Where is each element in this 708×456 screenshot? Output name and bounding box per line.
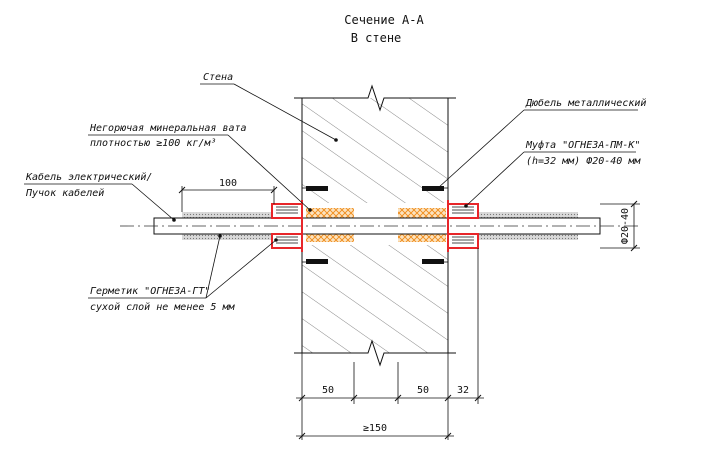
coupling-label: Муфта "ОГНЕЗА-ПМ-К" [525,139,640,151]
leader-wall: Стена [200,72,338,142]
dimension-diameter: Ф20-40 [600,200,640,252]
dimension-100-text: 100 [219,178,237,189]
dimension-wall-thickness: ≥150 [296,423,454,440]
wall-thickness-text: ≥150 [363,423,387,434]
dimension-100: 100 [178,178,278,212]
leader-sealant: Герметик "ОГНЕЗА-ГТ" сухой слой не менее… [88,234,278,313]
dowels [302,186,448,264]
sealant-label: Герметик "ОГНЕЗА-ГТ" [90,286,210,297]
sealant [182,212,578,240]
coupling-size-label: (h=32 мм) Ф20-40 мм [526,156,641,167]
dimension-50-right: 50 [417,385,429,396]
section-title: Сечение А-А [344,13,424,27]
cable [120,217,640,235]
mineral-wool-density: плотностью ≥100 кг/м³ [90,138,216,149]
leader-coupling: Муфта "ОГНЕЗА-ПМ-К" (h=32 мм) Ф20-40 мм [464,139,641,208]
dowel-label: Дюбель металлический [525,97,646,109]
dimension-chain: 50 50 32 [296,248,484,440]
cable-bundle-label: Пучок кабелей [25,187,104,199]
dimension-32: 32 [457,385,469,396]
leader-mineral-wool: Негорючая минеральная вата плотностью ≥1… [88,123,312,212]
leader-cable: Кабель электрический/ Пучок кабелей [24,171,176,222]
cable-label: Кабель электрический/ [25,171,152,183]
coupling-right [447,200,479,252]
dimension-50-left: 50 [322,385,334,396]
mineral-wool-label: Негорючая минеральная вата [89,123,247,134]
diameter-text: Ф20-40 [620,208,631,244]
section-subtitle: В стене [351,31,402,45]
coupling-left [271,200,303,252]
sealant-thickness-label: сухой слой не менее 5 мм [90,301,235,313]
leader-dowel: Дюбель металлический [436,97,646,190]
wall-label: Стена [203,72,233,83]
